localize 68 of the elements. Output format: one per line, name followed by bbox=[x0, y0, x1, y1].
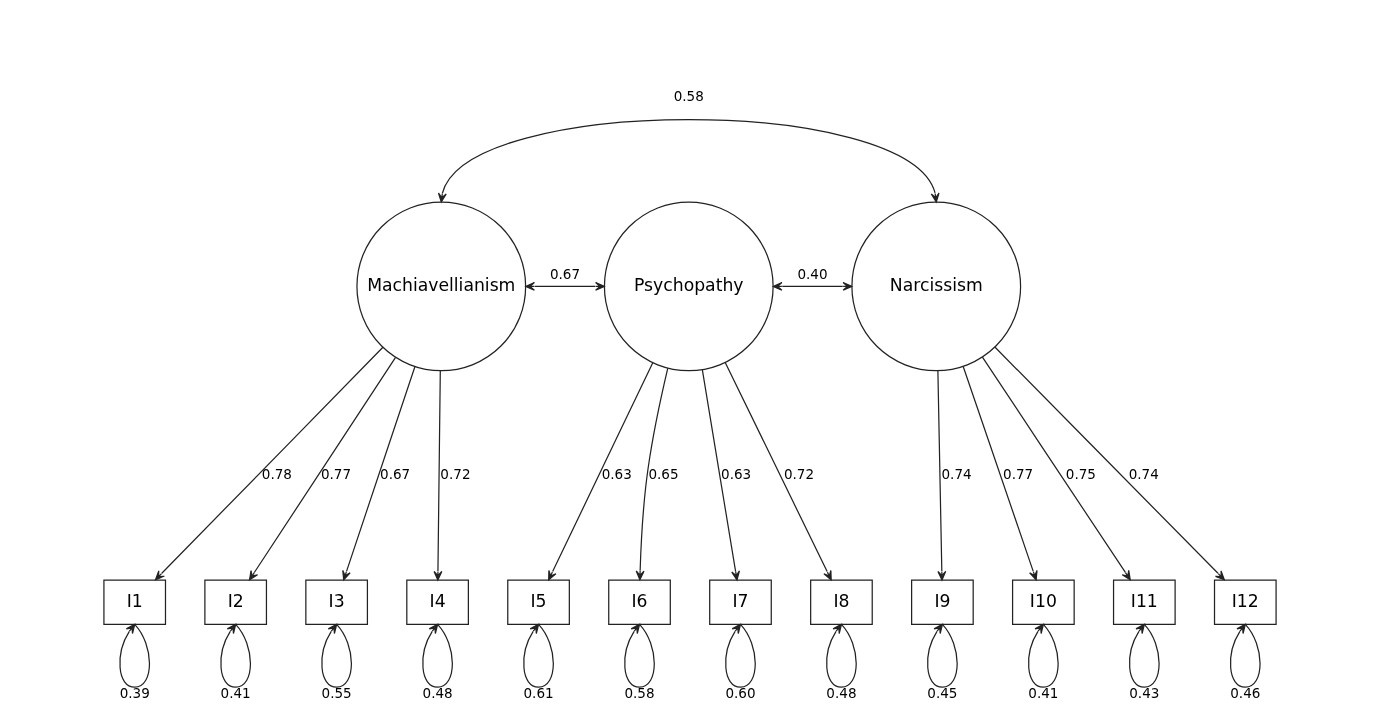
arrow bbox=[437, 118, 940, 203]
node-box: I7 bbox=[709, 579, 772, 625]
edge-label: 0.72 bbox=[440, 465, 471, 482]
arrow bbox=[548, 362, 654, 581]
edge-label: 0.61 bbox=[523, 685, 554, 701]
edge-label: 0.77 bbox=[1003, 465, 1034, 482]
arrow bbox=[701, 369, 741, 581]
arrow bbox=[994, 346, 1225, 581]
edge-label: 0.67 bbox=[549, 265, 581, 282]
node-box: I5 bbox=[507, 579, 570, 625]
arrow bbox=[826, 623, 857, 688]
node-circle: Narcissism bbox=[851, 201, 1022, 372]
edge-label: 0.60 bbox=[725, 685, 756, 701]
edge-label: 0.41 bbox=[1028, 685, 1059, 701]
node-box: I1 bbox=[103, 579, 167, 625]
node-box: I10 bbox=[1011, 579, 1075, 625]
edge-label: 0.58 bbox=[673, 87, 704, 104]
edge-label: 0.65 bbox=[648, 465, 679, 482]
node-box: I3 bbox=[305, 579, 369, 625]
arrow bbox=[525, 281, 605, 291]
edge-label: 0.58 bbox=[624, 685, 655, 701]
edge-label: 0.74 bbox=[941, 465, 972, 482]
edge-label: 0.67 bbox=[380, 465, 411, 482]
arrow bbox=[523, 623, 554, 688]
arrow bbox=[1028, 623, 1059, 688]
edge-label: 0.48 bbox=[826, 685, 857, 701]
node-box: I4 bbox=[406, 579, 469, 625]
arrow bbox=[321, 623, 353, 688]
arrow bbox=[342, 366, 416, 581]
edge-label: 0.63 bbox=[601, 465, 632, 482]
edge-label: 0.63 bbox=[721, 465, 752, 482]
edge-label: 0.48 bbox=[422, 685, 453, 701]
node-box: I2 bbox=[204, 579, 268, 625]
arrow bbox=[220, 623, 252, 688]
arrow bbox=[624, 623, 655, 688]
edge-label: 0.40 bbox=[797, 265, 828, 282]
node-box: I8 bbox=[810, 579, 873, 625]
arrow bbox=[119, 623, 151, 688]
edge-label: 0.74 bbox=[1128, 465, 1159, 482]
node-box: I6 bbox=[608, 579, 671, 625]
edge-label: 0.55 bbox=[321, 685, 352, 701]
arrow bbox=[962, 366, 1038, 581]
arrow bbox=[1128, 623, 1160, 688]
arrow bbox=[772, 281, 853, 291]
arrow bbox=[927, 623, 958, 688]
edge-label: 0.41 bbox=[220, 685, 251, 701]
arrow bbox=[725, 623, 756, 688]
edge-label: 0.72 bbox=[783, 465, 815, 482]
edge-label: 0.45 bbox=[927, 685, 958, 701]
edge-label: 0.77 bbox=[320, 465, 352, 482]
arrow bbox=[1229, 623, 1261, 688]
node-box: I9 bbox=[911, 579, 974, 625]
arrow bbox=[248, 356, 396, 581]
node-box: I12 bbox=[1213, 579, 1277, 625]
arrow bbox=[422, 623, 453, 688]
node-circle: Psychopathy bbox=[603, 201, 774, 372]
node-box: I11 bbox=[1112, 579, 1176, 625]
edge-label: 0.43 bbox=[1129, 685, 1160, 701]
node-circle: Machiavellianism bbox=[356, 201, 527, 372]
edge-label: 0.75 bbox=[1065, 465, 1096, 482]
arrow bbox=[724, 362, 832, 581]
arrow bbox=[937, 370, 947, 581]
arrow bbox=[981, 356, 1131, 581]
edge-label: 0.78 bbox=[261, 465, 292, 482]
arrow bbox=[433, 370, 443, 581]
edge-label: 0.39 bbox=[119, 685, 150, 701]
edge-label: 0.46 bbox=[1230, 685, 1261, 701]
arrow bbox=[635, 367, 669, 581]
